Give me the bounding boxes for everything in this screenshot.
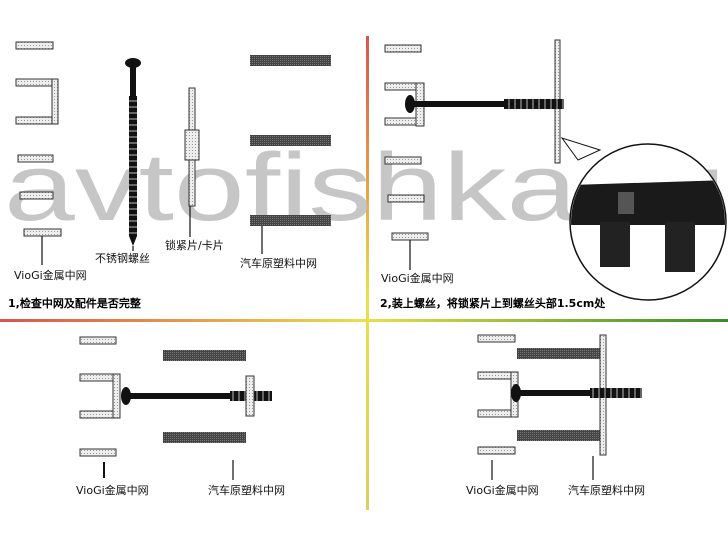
panel-2: VioGi金属中网 2,装上螺丝，将锁紧片上到螺丝头部1.5cm处 xyxy=(380,39,727,310)
label-screw: 不锈钢螺丝 xyxy=(95,252,150,265)
label-plastic-grille: 汽车原塑料中网 xyxy=(568,483,645,497)
step-2-text: 2,装上螺丝，将锁紧片上到螺丝头部1.5cm处 xyxy=(380,296,606,310)
magnified-clip-view xyxy=(569,143,727,301)
label-clip: 锁紧片/卡片 xyxy=(165,238,224,252)
clip-icon xyxy=(184,87,200,207)
label-metal-grille: VioGi金属中网 xyxy=(381,271,454,285)
label-plastic-grille: 汽车原塑料中网 xyxy=(240,256,317,270)
label-metal-grille: VioGi金属中网 xyxy=(466,483,539,497)
screw-icon xyxy=(405,95,564,113)
step-1-text: 1,检查中网及配件是否完整 xyxy=(8,296,141,310)
panel-4: VioGi金属中网 汽车原塑料中网 xyxy=(466,334,645,497)
horizontal-divider xyxy=(0,319,728,322)
label-metal-grille: VioGi金属中网 xyxy=(76,483,149,497)
panel-1: 不锈钢螺丝 锁紧片/卡片 汽车原塑料中网 VioGi金属中网 1,检查中网及配件… xyxy=(8,41,331,310)
vertical-divider xyxy=(366,36,369,510)
screw-icon xyxy=(511,384,642,402)
screw-icon xyxy=(121,375,272,417)
plastic-grille-bars xyxy=(250,55,331,226)
panel-3: VioGi金属中网 汽车原塑料中网 xyxy=(76,336,285,497)
metal-grille-slats xyxy=(15,41,62,237)
label-plastic-grille: 汽车原塑料中网 xyxy=(208,483,285,497)
screw-icon xyxy=(125,58,141,246)
label-metal-grille: VioGi金属中网 xyxy=(14,268,87,282)
